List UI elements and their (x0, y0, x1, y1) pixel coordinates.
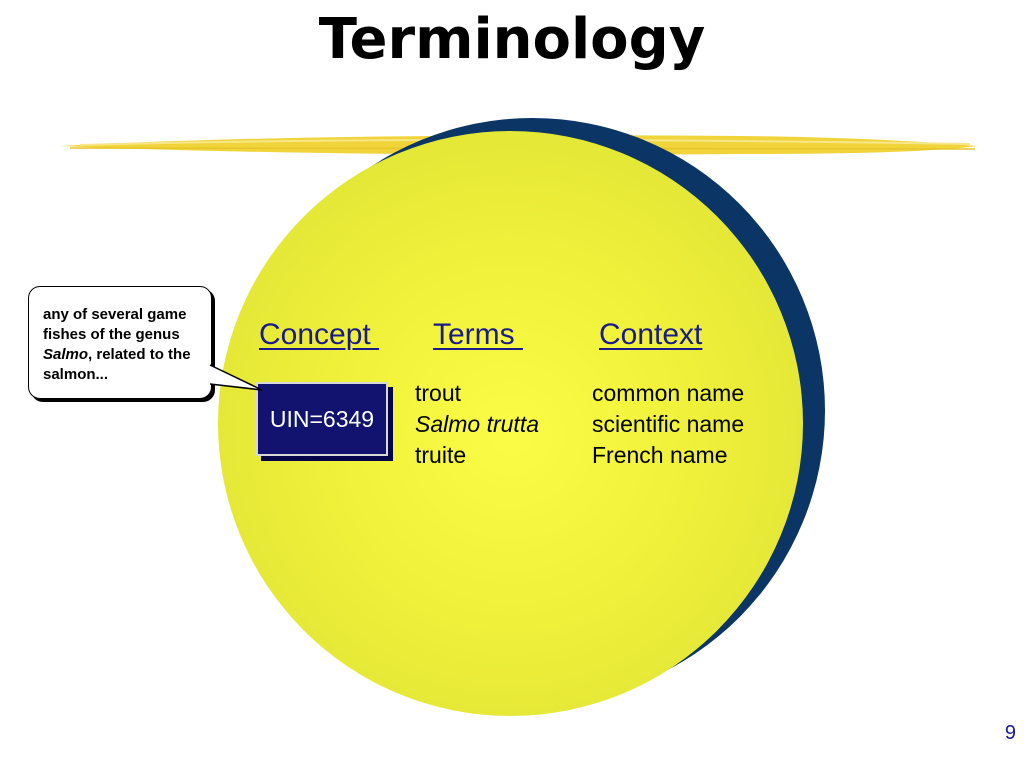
callout-line-3-rest: , related to the (88, 346, 191, 363)
callout-line-2: fishes of the genus (43, 326, 180, 343)
header-concept: Concept (259, 318, 380, 351)
concept-uin-label: UIN=6349 (269, 405, 375, 432)
callout-line-4: salmon... (43, 366, 109, 383)
concept-uin-box: UIN=6349 (256, 382, 388, 456)
callout-line-3: Salmo, related to the (43, 345, 203, 365)
callout-genus: Salmo (43, 346, 89, 363)
callout-line-1: any of several game (43, 306, 187, 323)
definition-callout: any of several game fishes of the genus … (28, 286, 212, 399)
term-1: trout (415, 380, 462, 406)
context-1: common name (592, 380, 745, 406)
term-3: truite (415, 442, 467, 468)
page-number: 9 (1004, 722, 1016, 744)
header-context: Context (599, 318, 703, 351)
slide-title: Terminology (318, 7, 706, 72)
term-2: Salmo trutta (415, 411, 539, 437)
callout-pointer (208, 364, 263, 391)
header-terms: Terms (433, 318, 523, 351)
context-2: scientific name (592, 411, 745, 437)
context-3: French name (592, 442, 728, 468)
